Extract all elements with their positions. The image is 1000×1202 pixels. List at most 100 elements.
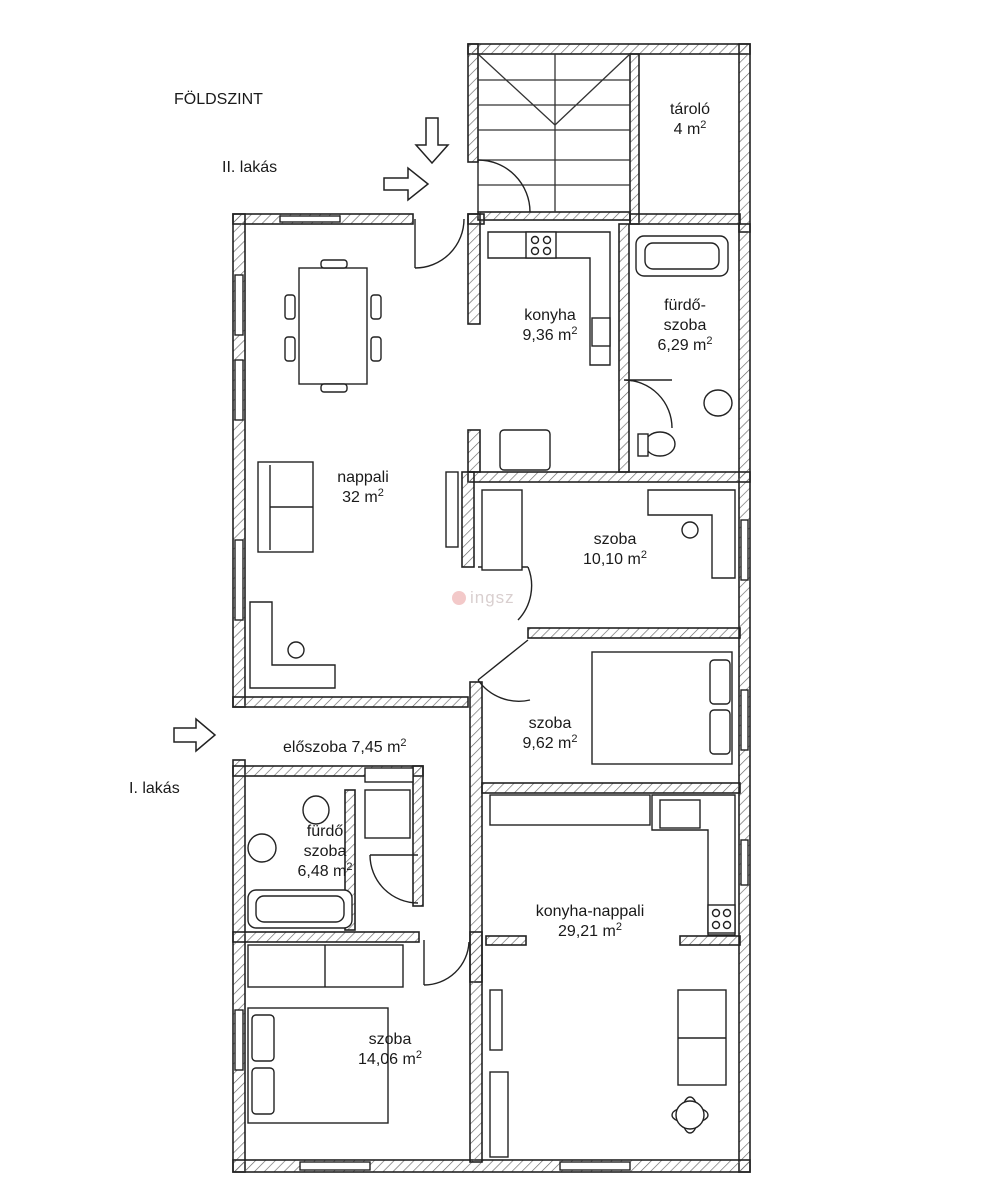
wall-roomc-right xyxy=(469,931,483,1163)
sink xyxy=(659,799,701,829)
dining-table xyxy=(298,267,368,385)
coat-rack xyxy=(364,767,414,783)
arrow-right-icon xyxy=(383,166,430,202)
room-name: szoba xyxy=(593,531,637,548)
window xyxy=(279,215,341,223)
area-exponent: 2 xyxy=(640,549,647,561)
wall-living-divider xyxy=(461,471,475,568)
room-area: 29,21 m xyxy=(558,923,616,940)
furniture xyxy=(247,231,736,1158)
wall-kitchen-bottom xyxy=(467,471,751,483)
room-bath-2: fürdő- szoba 6,29 m2 xyxy=(640,296,730,356)
door-entrance-2 xyxy=(414,218,465,269)
plant-icon xyxy=(671,1096,709,1134)
room-area: 32 m xyxy=(342,489,378,506)
room-name: szoba xyxy=(303,843,347,860)
window xyxy=(234,274,244,336)
room-name: konyha xyxy=(524,307,576,324)
window xyxy=(740,689,749,751)
room-name: fürdő xyxy=(306,823,344,840)
chairs xyxy=(284,259,382,393)
room-kitchen-2: konyha 9,36 m2 xyxy=(505,306,595,346)
room-area: 10,10 m xyxy=(583,551,641,568)
room-area: 6,48 m xyxy=(297,863,347,880)
wall-storage-mid xyxy=(629,53,640,225)
area-exponent: 2 xyxy=(377,487,384,499)
room-hall-1: előszoba 7,45 m2 xyxy=(283,738,407,758)
area-exponent: 2 xyxy=(415,1049,422,1061)
wall-stair-bottom xyxy=(477,211,631,221)
window xyxy=(740,839,749,886)
door-stair xyxy=(477,159,531,213)
toilet xyxy=(644,431,676,457)
wall-roomc-top xyxy=(232,931,420,943)
wardrobe xyxy=(481,489,523,571)
window xyxy=(234,359,244,421)
wall-left-lower xyxy=(232,759,246,1173)
hall-wardrobe xyxy=(364,789,411,839)
window xyxy=(234,539,244,621)
entry-arrows xyxy=(173,117,450,753)
wall-kitchen-bath xyxy=(618,223,630,473)
room-c: szoba 14,06 m2 xyxy=(340,1030,440,1070)
wall-bath1-right xyxy=(412,765,424,907)
room-name: fürdő- xyxy=(664,297,706,314)
watermark-text: ingsz xyxy=(470,588,515,607)
room-area: 4 m xyxy=(673,121,701,138)
room-name: szoba xyxy=(528,715,572,732)
area-exponent: 2 xyxy=(706,335,713,347)
room-name: szoba xyxy=(663,317,707,334)
shelf xyxy=(489,1071,509,1158)
window xyxy=(234,1009,244,1071)
arrow-down-icon xyxy=(414,117,450,165)
door-room-b xyxy=(477,639,531,702)
room-name: tároló xyxy=(669,101,711,118)
kitchen-counter xyxy=(487,231,611,366)
window xyxy=(299,1161,371,1171)
washbasin xyxy=(247,833,277,863)
area-exponent: 2 xyxy=(615,921,622,933)
wall-rooms-divider xyxy=(527,627,741,639)
room-b: szoba 9,62 m2 xyxy=(505,714,595,754)
wall-kl-stub-left xyxy=(485,935,527,946)
wall-bath1-inner xyxy=(344,789,356,931)
toilet xyxy=(302,795,330,825)
area-exponent: 2 xyxy=(571,733,578,745)
window xyxy=(740,519,749,581)
wall-roomb-bottom xyxy=(481,782,741,794)
wall-stair-top xyxy=(467,43,751,55)
windows xyxy=(234,215,749,1171)
double-bed xyxy=(591,651,733,765)
room-storage: tároló 4 m2 xyxy=(650,100,730,140)
arrow-right-icon xyxy=(173,717,217,753)
wall-stair-left xyxy=(467,43,479,163)
wall-kitchen-left-lower xyxy=(467,429,481,473)
wall-kl-stub-right xyxy=(679,935,741,946)
room-area: 9,62 m xyxy=(522,735,572,752)
room-name-area: előszoba 7,45 m xyxy=(283,739,401,756)
room-kitchen-living-1: konyha-nappali 29,21 m2 xyxy=(520,902,660,942)
room-name: konyha-nappali xyxy=(535,903,645,920)
area-exponent: 2 xyxy=(346,861,353,873)
area-exponent: 2 xyxy=(700,119,707,131)
kitchen-chair xyxy=(499,429,551,471)
wall-storage-bottom xyxy=(629,213,741,225)
sink xyxy=(591,317,611,347)
unit-1-label: I. lakás xyxy=(129,780,180,797)
watermark-logo-icon xyxy=(452,591,466,605)
window xyxy=(559,1161,631,1171)
room-area: 9,36 m xyxy=(522,327,572,344)
wall-living-bottom xyxy=(232,696,469,708)
floor-title: FÖLDSZINT xyxy=(174,91,263,108)
room-name: nappali xyxy=(337,469,389,486)
corner-desk xyxy=(249,601,336,689)
room-bath-1: fürdő szoba 6,48 m2 xyxy=(280,822,370,882)
wall-kitchen-left xyxy=(467,213,481,325)
area-exponent: 2 xyxy=(400,737,407,749)
door-bath2 xyxy=(623,379,673,429)
door-bath1 xyxy=(369,854,419,904)
stove xyxy=(525,231,557,259)
room-living-2: nappali 32 m2 xyxy=(318,468,408,508)
room-area: 6,29 m xyxy=(657,337,707,354)
